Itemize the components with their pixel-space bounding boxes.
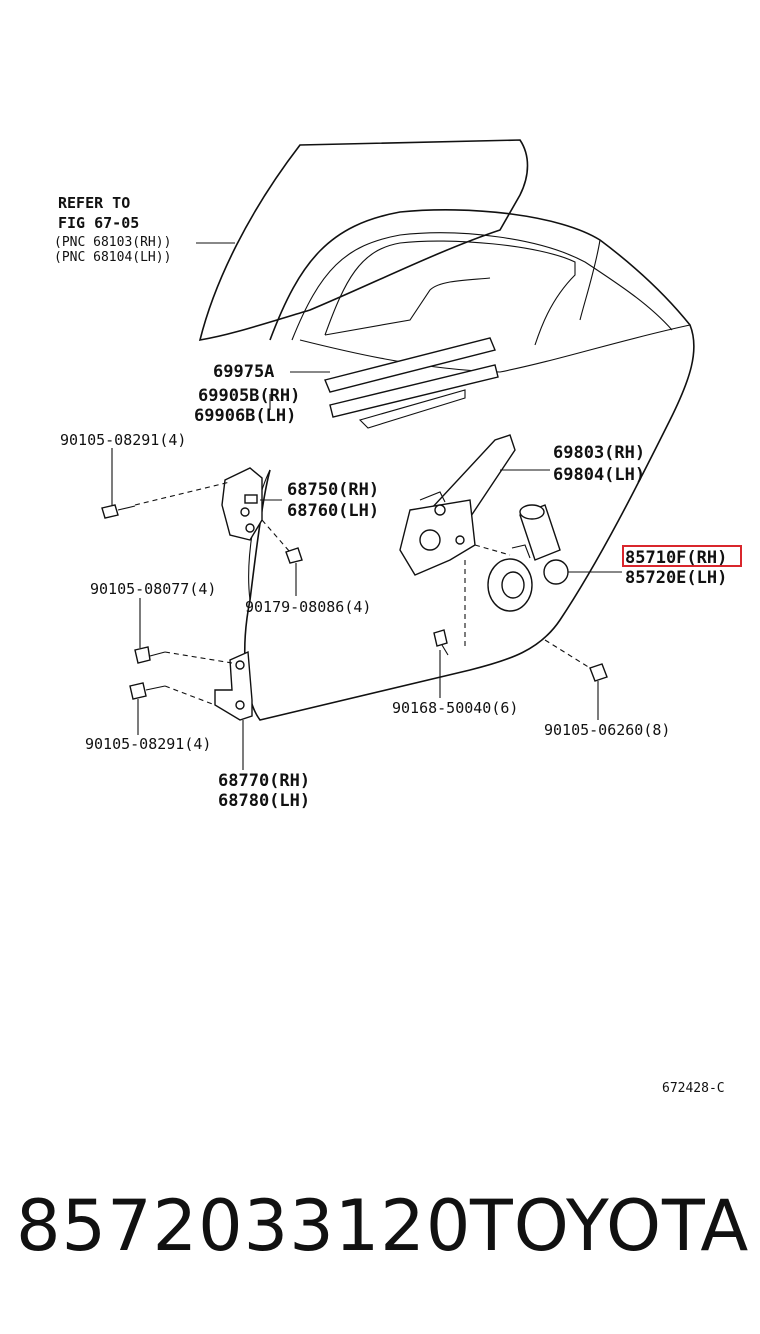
callout-90105-06260: 90105-06260(8) [544,721,670,739]
callout-90105-08291-top: 90105-08291(4) [60,431,186,449]
upper-hinge [221,467,263,541]
callout-69905b: 69905B(RH) [198,386,300,406]
part-number: 8572033120 [16,1185,472,1267]
callout-68770: 68770(RH) [218,771,310,791]
callout-68760: 68760(LH) [287,501,379,521]
window-regulator [399,434,516,576]
callout-69906b: 69906B(LH) [194,406,296,426]
callout-69975a: 69975A [213,362,274,382]
brand-name: TOYOTA [470,1185,750,1267]
callout-68750: 68750(RH) [287,480,379,500]
highlight-box [622,545,742,567]
door-glass [198,139,529,341]
guide-lines [134,481,591,706]
callout-85710f: 85710F(RH) [625,548,727,568]
callout-90105-08291-bottom: 90105-08291(4) [85,735,211,753]
callout-69804: 69804(LH) [553,465,645,485]
leader-lines [111,242,622,770]
illustration-code: 672428-C [662,1081,725,1096]
callout-90105-08077: 90105-08077(4) [90,580,216,598]
callout-69803: 69803(RH) [553,443,645,463]
callout-68780: 68780(LH) [218,791,310,811]
refer-pnc-2: (PNC 68104(LH)) [54,250,171,265]
refer-pnc-1: (PNC 68103(RH)) [54,235,171,250]
footer: 8572033120 TOYOTA [0,1185,760,1285]
bolts [101,504,608,700]
window-motor [487,504,569,612]
callout-90168-50040: 90168-50040(6) [392,699,518,717]
callout-85720e: 85720E(LH) [625,568,727,588]
refer-line-2: FIG 67-05 [58,214,139,232]
lower-hinge [214,650,253,721]
weatherstrips [324,337,499,429]
callout-90179-08086: 90179-08086(4) [245,598,371,616]
refer-line-1: REFER TO [58,194,130,212]
